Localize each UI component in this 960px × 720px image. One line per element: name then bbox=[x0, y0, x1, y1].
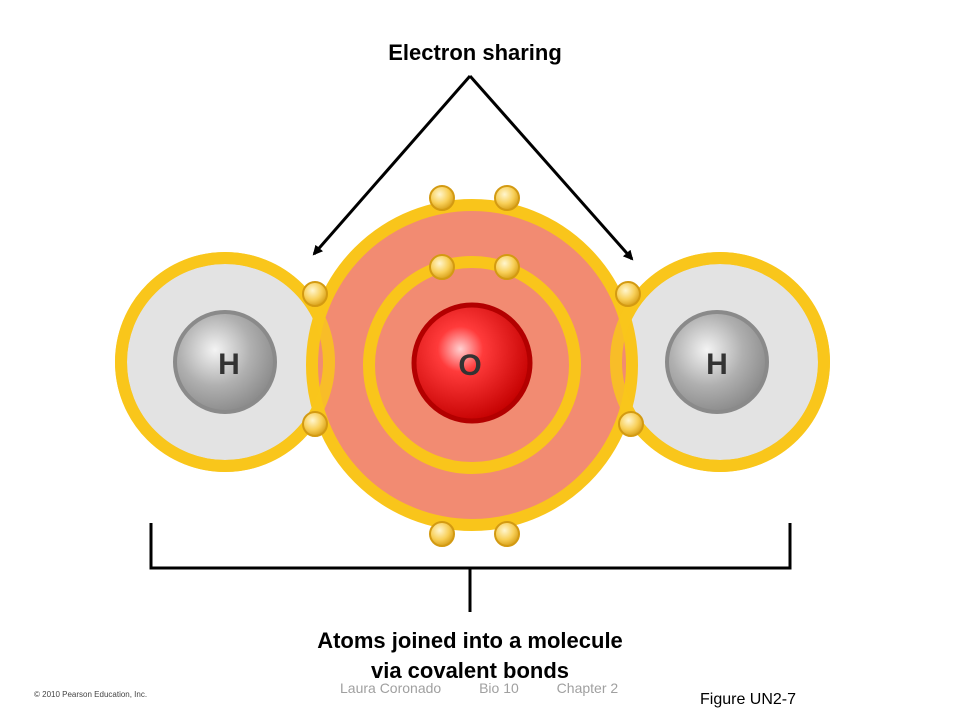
hydrogen-left-overlap-ring bbox=[115, 252, 335, 472]
electron-bottom-outer-2 bbox=[494, 521, 520, 547]
figure-label: Figure UN2-7 bbox=[700, 691, 797, 708]
arrow-left bbox=[312, 75, 472, 256]
electron-shared-right-lower bbox=[618, 411, 644, 437]
caption-line-1: Atoms joined into a molecule bbox=[317, 628, 623, 653]
electron-bottom-outer-1 bbox=[429, 521, 455, 547]
electron-shared-left-lower bbox=[302, 411, 328, 437]
electron-inner-1 bbox=[429, 254, 455, 280]
caption-line-2: via covalent bonds bbox=[370, 658, 570, 683]
electrons bbox=[302, 185, 644, 547]
diagram-title: Electron sharing bbox=[388, 40, 562, 65]
hydrogen-right-nucleus: H bbox=[665, 310, 769, 414]
slide-footer: Laura Coronado Bio 10 Chapter 2 bbox=[340, 680, 652, 696]
oxygen-symbol: O bbox=[458, 349, 481, 382]
hydrogen-left-nucleus: H bbox=[173, 310, 277, 414]
footer-course: Bio 10 bbox=[479, 680, 519, 696]
hydrogen-right-symbol: H bbox=[706, 348, 728, 381]
electron-shared-right-upper bbox=[615, 281, 641, 307]
electron-sharing-arrows bbox=[312, 75, 634, 261]
electron-shared-left-upper bbox=[302, 281, 328, 307]
oxygen-nucleus: O bbox=[411, 302, 533, 424]
hydrogen-right-overlap-ring bbox=[610, 252, 830, 472]
electron-top-outer-2 bbox=[494, 185, 520, 211]
arrow-right bbox=[468, 75, 634, 261]
hydrogen-left-symbol: H bbox=[218, 348, 240, 381]
copyright-notice: © 2010 Pearson Education, Inc. bbox=[34, 690, 148, 699]
molecule-bracket bbox=[149, 523, 792, 612]
footer-author: Laura Coronado bbox=[340, 680, 442, 696]
electron-inner-2 bbox=[494, 254, 520, 280]
footer-chapter: Chapter 2 bbox=[556, 680, 619, 696]
electron-top-outer-1 bbox=[429, 185, 455, 211]
